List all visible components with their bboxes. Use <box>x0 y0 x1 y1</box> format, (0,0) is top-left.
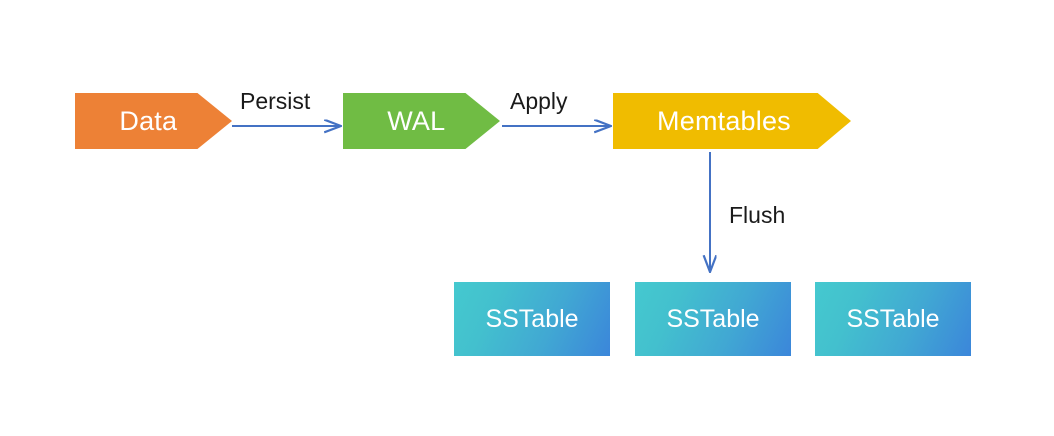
node-sstable-2-label: SSTable <box>666 304 760 333</box>
node-wal-label: WAL <box>387 105 446 136</box>
node-data-label: Data <box>119 105 178 136</box>
node-sstable-3[interactable]: SSTable <box>815 282 971 356</box>
edge-flush-label: Flush <box>729 202 786 228</box>
node-memtables-label: Memtables <box>657 105 791 136</box>
node-memtables[interactable]: Memtables <box>613 93 851 149</box>
edge-apply-label: Apply <box>510 88 568 114</box>
node-wal[interactable]: WAL <box>343 93 500 149</box>
node-data[interactable]: Data <box>75 93 232 149</box>
edge-persist-label: Persist <box>240 88 311 114</box>
node-sstable-2[interactable]: SSTable <box>635 282 791 356</box>
node-sstable-1[interactable]: SSTable <box>454 282 610 356</box>
node-sstable-3-label: SSTable <box>846 304 940 333</box>
node-sstable-1-label: SSTable <box>485 304 579 333</box>
